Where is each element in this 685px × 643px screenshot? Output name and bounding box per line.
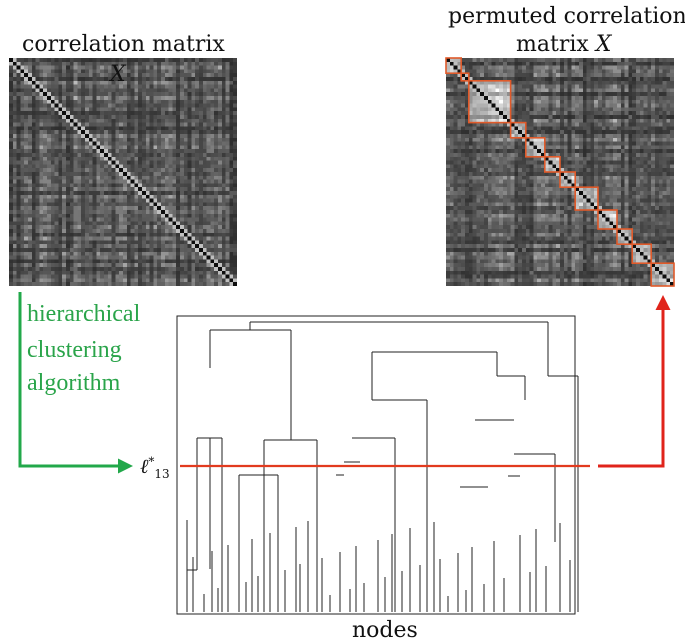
red-arrow — [598, 295, 671, 468]
correlation-matrix-title: correlation matrix — [22, 32, 225, 57]
cluster-box — [631, 243, 653, 264]
level-sub: 13 — [154, 467, 170, 481]
cluster-box — [445, 57, 462, 74]
level-sup: * — [148, 454, 155, 469]
cluster-box — [467, 80, 512, 124]
correlation-matrix-symbol: X — [110, 62, 126, 87]
permuted-matrix-symbol: X — [595, 32, 612, 57]
cluster-box — [509, 121, 527, 139]
cluster-boxes — [445, 57, 675, 287]
x-axis-label: nodes — [352, 618, 418, 643]
cluster-box — [559, 171, 576, 188]
cluster-box — [650, 262, 675, 287]
dendrogram — [186, 321, 579, 612]
permuted-matrix-title-word: matrix — [516, 32, 589, 57]
algorithm-label-line3: algorithm — [27, 370, 121, 396]
cluster-box — [543, 156, 561, 173]
cluster-box — [460, 72, 470, 82]
correlation-matrix — [9, 58, 237, 286]
algorithm-label-line1: hierarchical — [27, 301, 141, 327]
cut-level-label: ℓ*13 — [140, 454, 170, 481]
level-symbol: ℓ — [140, 454, 149, 478]
permuted-matrix-title-line1: permuted correlation — [448, 4, 685, 29]
cluster-box — [524, 137, 546, 158]
cluster-box — [597, 209, 618, 230]
permuted-matrix-title-line2: matrix X — [516, 34, 611, 56]
cluster-box — [616, 228, 633, 245]
cluster-box — [574, 186, 599, 211]
green-arrow — [18, 292, 133, 474]
algorithm-label-line2: clustering — [27, 337, 122, 363]
